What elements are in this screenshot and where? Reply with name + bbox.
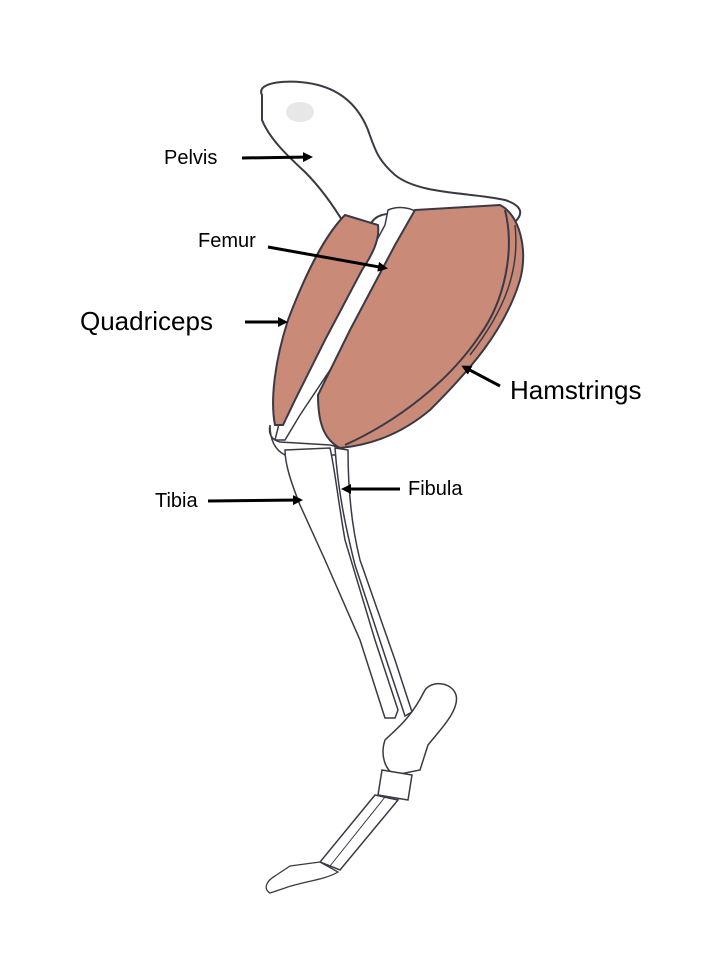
hamstrings-arrow [461,365,501,388]
quadriceps-label: Quadriceps [80,306,213,336]
hamstrings-label: Hamstrings [510,375,642,405]
tibia-arrow [207,495,303,506]
metatarsal-bones [318,794,400,871]
femur-label: Femur [198,230,256,252]
toe-bones [265,861,340,894]
fibula-label: Fibula [408,478,463,500]
pelvis-label: Pelvis [164,147,218,169]
pelvis-bone [260,80,522,226]
heel-bone [382,683,458,776]
hamstrings-muscle [316,203,524,450]
pelvis-arrow [241,152,313,163]
tibia-bone [284,447,399,719]
quadriceps-muscle [272,213,380,426]
tibia-label: Tibia [155,490,198,512]
femur-arrow [267,245,388,272]
